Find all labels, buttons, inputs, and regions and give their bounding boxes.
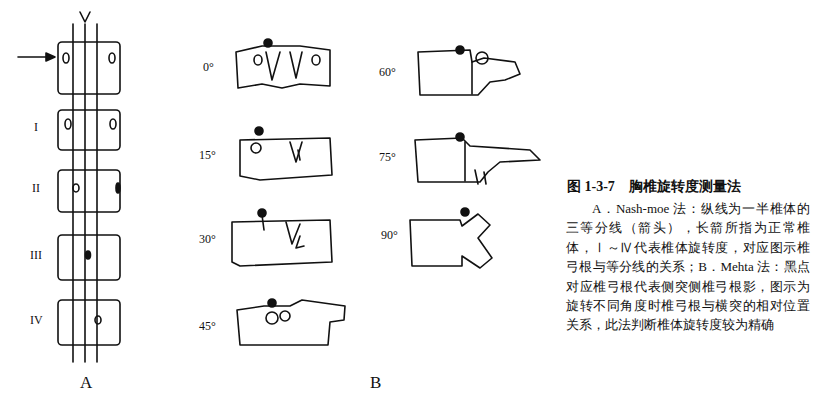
drawing-stroke (264, 39, 272, 47)
drawing-stroke (84, 24, 86, 362)
drawing-stroke (109, 53, 115, 63)
drawing-stroke (63, 53, 69, 63)
drawing-stroke (312, 55, 320, 65)
drawing-stroke (410, 214, 492, 268)
nash-moe-figure (18, 12, 120, 362)
drawing-stroke (251, 143, 261, 153)
drawing-stroke (237, 300, 345, 345)
rotation-grade: II (32, 182, 40, 195)
drawing-stroke (58, 42, 120, 94)
angle-label: 90° (381, 229, 398, 242)
drawing-stroke (240, 138, 332, 180)
drawing-stroke (65, 119, 71, 129)
drawing-stroke (232, 220, 332, 266)
angle-label: 45° (199, 320, 216, 333)
drawing-stroke (266, 52, 280, 80)
drawing-stroke (58, 170, 120, 212)
drawing-stroke (72, 24, 74, 362)
drawing-stroke (95, 316, 101, 324)
angle-label: 30° (199, 233, 216, 246)
part-label: A (80, 374, 92, 393)
drawing-stroke (290, 52, 302, 78)
drawing-stroke (461, 208, 469, 216)
drawing-stroke (471, 62, 473, 94)
drawing-stroke (268, 299, 276, 307)
drawing-stroke (96, 24, 98, 362)
drawing-stroke (116, 183, 120, 193)
drawing-stroke (255, 127, 263, 135)
rotation-grade: I (34, 121, 38, 134)
drawing-stroke (86, 251, 91, 259)
drawing-stroke (46, 53, 55, 61)
drawing-stroke (415, 138, 540, 182)
mehta-figure (232, 39, 540, 345)
rotation-grade: IV (30, 314, 43, 327)
figure-caption: A．Nash-moe 法：纵线为一半椎体的三等分线（箭头），长箭所指为正常椎体，… (566, 199, 810, 335)
drawing-stroke (58, 235, 120, 280)
part-label: B (370, 374, 381, 393)
drawing-stroke (80, 12, 90, 22)
drawing-stroke (418, 50, 520, 95)
drawing-stroke (254, 55, 262, 65)
rotation-grade: III (30, 249, 42, 262)
angle-label: 0° (203, 61, 214, 74)
drawing-stroke (258, 209, 266, 217)
figure-title: 图 1-3-7 胸椎旋转度测量法 (567, 179, 741, 194)
drawing-stroke (456, 133, 464, 141)
angle-label: 60° (379, 66, 396, 79)
drawing-stroke (266, 312, 278, 324)
drawing-stroke (73, 184, 79, 192)
drawing-stroke (110, 119, 116, 129)
drawing-stroke (475, 170, 486, 184)
drawing-stroke (456, 46, 464, 54)
drawing-stroke (298, 150, 300, 160)
drawing-stroke (476, 52, 488, 64)
angle-label: 75° (379, 151, 396, 164)
angle-label: 15° (199, 149, 216, 162)
drawing-stroke (280, 311, 290, 321)
drawing-stroke (58, 300, 120, 345)
drawing-stroke (236, 46, 330, 88)
drawing-stroke (290, 142, 302, 162)
drawing-stroke (58, 110, 120, 150)
drawing-stroke (464, 142, 466, 181)
drawing-stroke (296, 236, 304, 248)
